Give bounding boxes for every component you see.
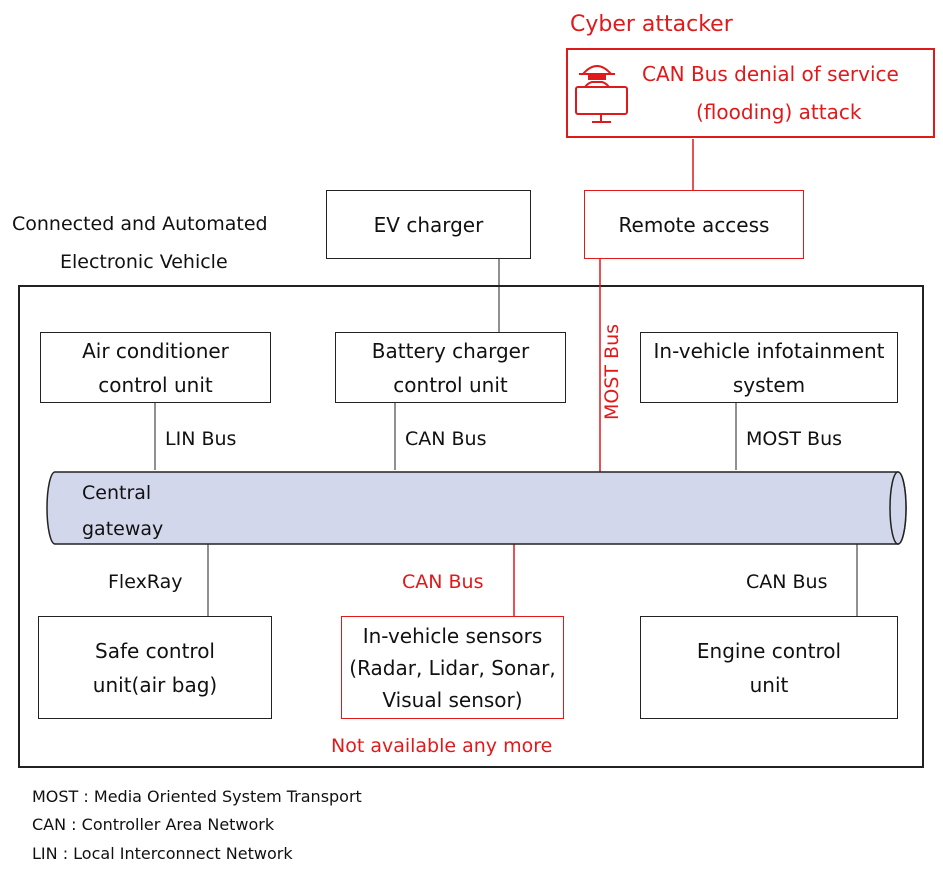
gateway-label-line1: Central — [82, 482, 152, 504]
remote-access-label: Remote access — [618, 212, 770, 237]
infotainment-label-2: system — [732, 372, 806, 397]
battery-charger-unit: Battery charger control unit — [335, 332, 566, 403]
legend-can: CAN : Controller Area Network — [32, 815, 275, 834]
hacker-computer-icon — [575, 65, 628, 123]
vehicle-label-line1: Connected and Automated — [12, 213, 268, 235]
attack-description-line2: (flooding) attack — [696, 100, 862, 124]
infotainment-label-1: In-vehicle infotainment — [653, 338, 885, 363]
flexray-label: FlexRay — [108, 571, 183, 593]
most-bus-infotainment-label: MOST Bus — [746, 428, 843, 450]
vehicle-label-line2: Electronic Vehicle — [60, 251, 228, 273]
can-bus-battery-label: CAN Bus — [405, 428, 487, 450]
safe-control-unit: Safe control unit(air bag) — [38, 616, 272, 719]
ev-charger-box: EV charger — [326, 190, 531, 259]
central-gateway-cylinder — [46, 471, 907, 545]
sensors-label-3: Visual sensor) — [382, 687, 523, 712]
can-bus-sensors-label: CAN Bus — [402, 571, 484, 593]
safe-control-label-2: unit(air bag) — [92, 672, 218, 697]
air-conditioner-label-1: Air conditioner — [82, 338, 229, 363]
infotainment-unit: In-vehicle infotainment system — [640, 332, 898, 403]
ev-charger-label: EV charger — [373, 212, 484, 237]
sensors-label-1: In-vehicle sensors — [362, 623, 543, 648]
legend-most: MOST : Media Oriented System Transport — [32, 787, 362, 806]
cyber-attacker-title: Cyber attacker — [570, 12, 733, 37]
remote-access-box: Remote access — [584, 190, 804, 259]
most-bus-attack-path — [513, 258, 601, 616]
sensors-status-label: Not available any more — [331, 735, 553, 757]
gateway-label-line2: gateway — [82, 518, 164, 540]
vehicle-boundary — [18, 285, 924, 768]
attack-description-line1: CAN Bus denial of service — [642, 62, 899, 86]
battery-charger-label-2: control unit — [393, 372, 508, 397]
legend-lin: LIN : Local Interconnect Network — [32, 844, 293, 863]
in-vehicle-sensors-unit: In-vehicle sensors (Radar, Lidar, Sonar,… — [341, 616, 564, 719]
safe-control-label-1: Safe control — [95, 638, 215, 663]
can-bus-engine-label: CAN Bus — [746, 571, 828, 593]
battery-charger-label-1: Battery charger — [371, 338, 530, 363]
sensors-label-2: (Radar, Lidar, Sonar, — [349, 655, 556, 680]
air-conditioner-label-2: control unit — [98, 372, 213, 397]
air-conditioner-unit: Air conditioner control unit — [40, 332, 271, 403]
lin-bus-label: LIN Bus — [165, 428, 237, 450]
most-bus-vertical-label: MOST Bus — [601, 323, 623, 421]
engine-control-label-1: Engine control — [696, 638, 842, 663]
attack-box: CAN Bus denial of service (flooding) att… — [566, 48, 935, 138]
engine-control-unit: Engine control unit — [640, 616, 898, 719]
engine-control-label-2: unit — [749, 672, 789, 697]
